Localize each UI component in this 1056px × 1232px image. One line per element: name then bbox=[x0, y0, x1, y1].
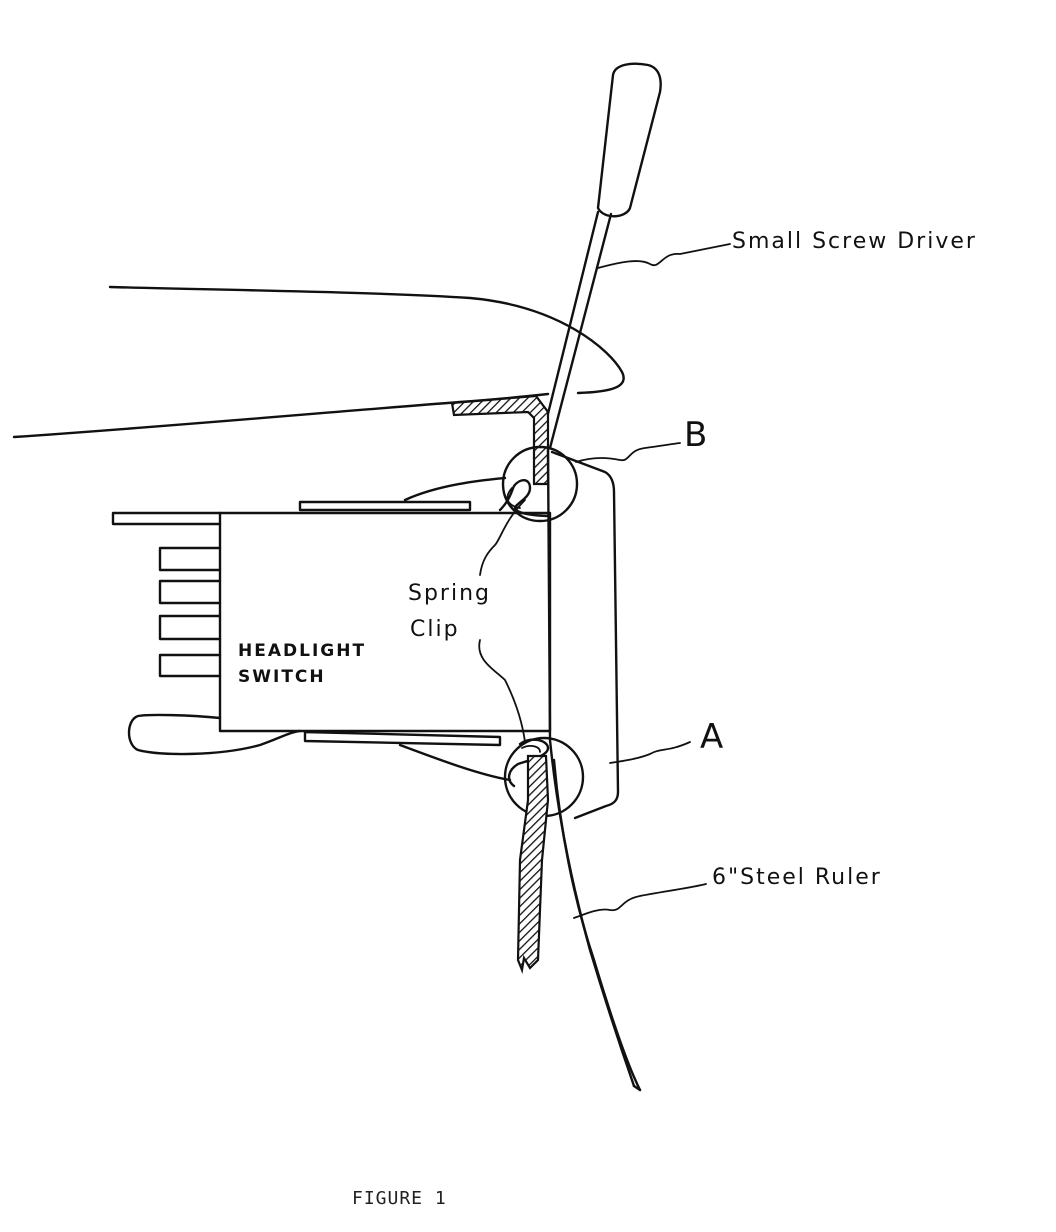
headlight-switch-body bbox=[111, 511, 552, 756]
upper-spring-clip bbox=[298, 476, 550, 518]
point-a-label: A bbox=[700, 717, 725, 757]
lower-panel-strip bbox=[516, 754, 550, 975]
upper-bracket bbox=[450, 394, 550, 486]
point-b-label: B bbox=[684, 415, 709, 455]
steel-ruler bbox=[546, 446, 642, 1092]
switch-label: SWITCH bbox=[238, 667, 326, 687]
figure-caption: FIGURE 1 bbox=[352, 1188, 447, 1209]
clip-label: Clip bbox=[410, 617, 460, 642]
point-b-circle bbox=[501, 445, 579, 523]
ruler-label: 6"Steel Ruler bbox=[712, 865, 882, 890]
spring-label: Spring bbox=[408, 581, 491, 606]
leader-lines bbox=[478, 243, 731, 919]
screwdriver bbox=[538, 62, 662, 450]
lower-spring-clip bbox=[303, 730, 550, 788]
switch-bezel bbox=[550, 450, 620, 820]
headlight-label: HEADLIGHT bbox=[238, 641, 366, 661]
screwdriver-label: Small Screw Driver bbox=[732, 229, 977, 254]
